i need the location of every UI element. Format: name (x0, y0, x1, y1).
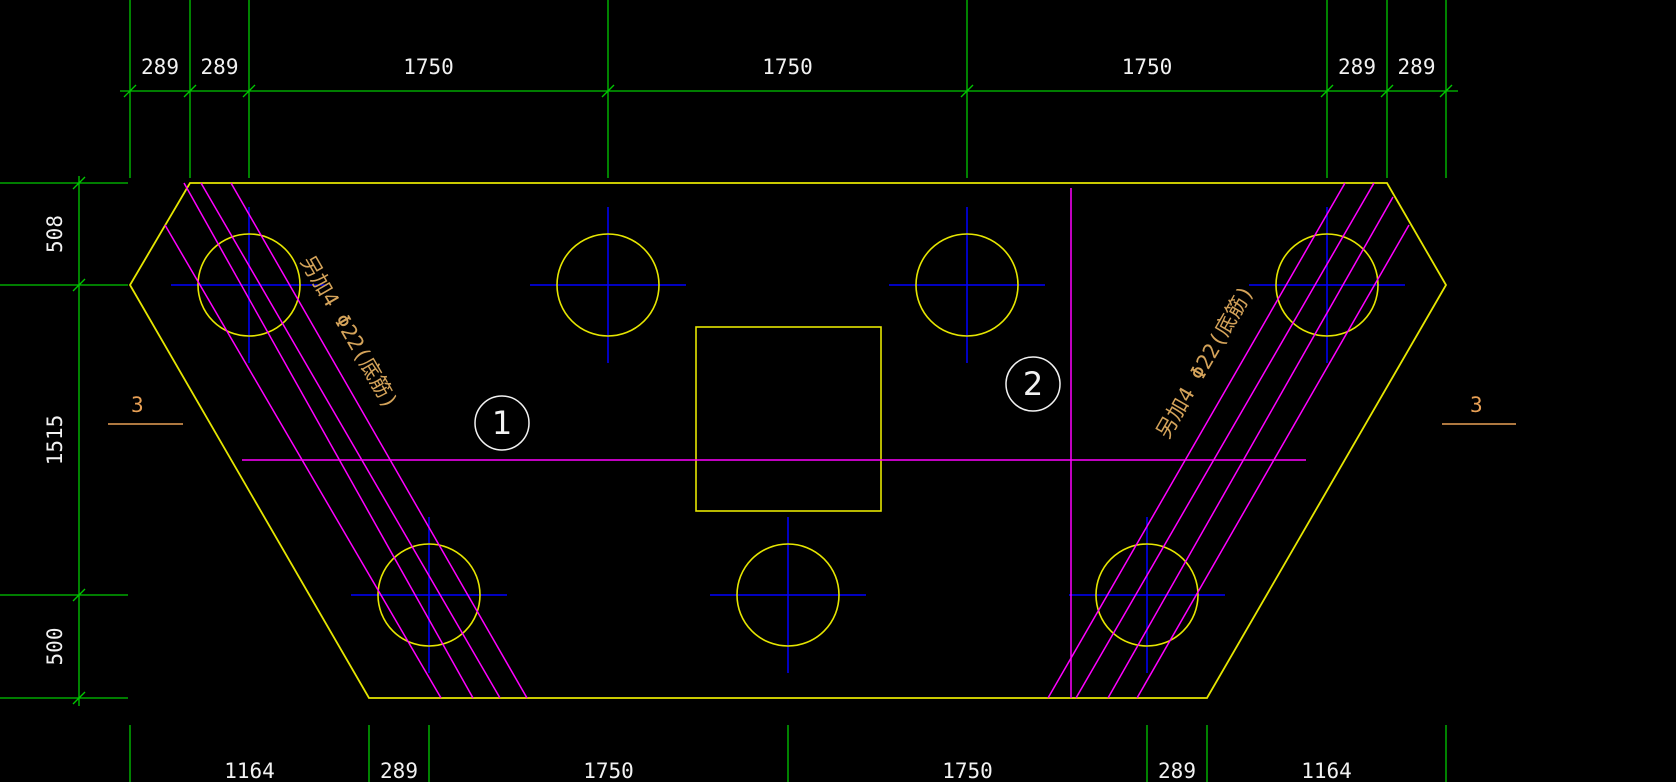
left-dim-value: 500 (43, 628, 67, 666)
axis-bubble-2-label: 2 (1023, 365, 1043, 403)
diagonal-rebar (164, 224, 442, 699)
section-mark-left[interactable]: 3 (108, 393, 183, 425)
bottom-dimension-chain: 1164 289 1750 1750 289 1164 (129, 725, 1447, 782)
top-dim-value: 289 (141, 55, 179, 79)
top-tick (1320, 84, 1334, 98)
pile-circle (556, 233, 660, 337)
left-dimension-chain: 508 1515 500 (0, 176, 128, 706)
pile-cap-outline[interactable] (128, 182, 1448, 699)
top-dim-value: 289 (1338, 55, 1376, 79)
pile[interactable] (1069, 517, 1225, 673)
left-dim-value: 508 (43, 215, 67, 253)
column-section[interactable] (695, 326, 882, 512)
bottom-dim-value: 1750 (583, 759, 634, 782)
pile[interactable] (889, 207, 1045, 363)
pile-circle (1275, 233, 1379, 337)
bottom-dim-value: 1750 (942, 759, 993, 782)
top-tick (960, 84, 974, 98)
bottom-dim-value: 289 (380, 759, 418, 782)
axis-bubble-1-label: 1 (492, 404, 512, 442)
top-dim-value: 1750 (403, 55, 454, 79)
axis-bubble-2-circle (1005, 356, 1061, 412)
bottom-dim-value: 289 (1158, 759, 1196, 782)
bottom-dim-value: 1164 (224, 759, 275, 782)
pile-circle (736, 543, 840, 647)
top-tick (183, 84, 197, 98)
top-dimension-chain: 289 289 1750 1750 1750 289 289 (120, 0, 1458, 178)
top-dim-value: 1750 (1122, 55, 1173, 79)
axis-bubble-2[interactable]: 2 (1005, 356, 1061, 412)
diagonal-rebar (1136, 224, 1410, 699)
pile[interactable] (171, 207, 327, 363)
pile[interactable] (530, 207, 686, 363)
diagonal-rebar (1075, 182, 1375, 699)
pile-circle (197, 233, 301, 337)
pile-circle (377, 543, 481, 647)
axis-bubble-1[interactable]: 1 (474, 395, 530, 451)
axis-bubble-1-circle (474, 395, 530, 451)
diagonal-rebar-bundle-left[interactable] (164, 182, 528, 699)
diagonal-rebar (1047, 182, 1346, 699)
section-mark-left-label: 3 (131, 393, 144, 417)
left-tick (72, 176, 86, 190)
section-mark-right-label: 3 (1470, 393, 1483, 417)
left-tick (72, 588, 86, 602)
rebar-group (164, 182, 1410, 699)
left-tick (72, 691, 86, 705)
top-dim-value: 289 (1398, 55, 1436, 79)
pile[interactable] (710, 517, 866, 673)
section-mark-right[interactable]: 3 (1442, 393, 1516, 425)
pile[interactable] (1249, 207, 1405, 363)
diagonal-rebar (183, 182, 474, 699)
top-tick (1439, 84, 1453, 98)
bottom-dim-value: 1164 (1301, 759, 1352, 782)
diagonal-rebar (200, 182, 501, 699)
top-tick (601, 84, 615, 98)
pile-circle (915, 233, 1019, 337)
pile-circle (1095, 543, 1199, 647)
left-tick (72, 278, 86, 292)
top-tick (1380, 84, 1394, 98)
left-dim-value: 1515 (43, 415, 67, 466)
diagonal-rebar (230, 182, 528, 699)
top-tick (242, 84, 256, 98)
diagonal-rebar-bundle-right[interactable] (1047, 182, 1410, 699)
diagonal-rebar (1107, 196, 1394, 699)
pile-group (171, 207, 1405, 673)
top-dim-value: 289 (201, 55, 239, 79)
pile[interactable] (351, 517, 507, 673)
top-dim-value: 1750 (762, 55, 813, 79)
top-tick (123, 84, 137, 98)
